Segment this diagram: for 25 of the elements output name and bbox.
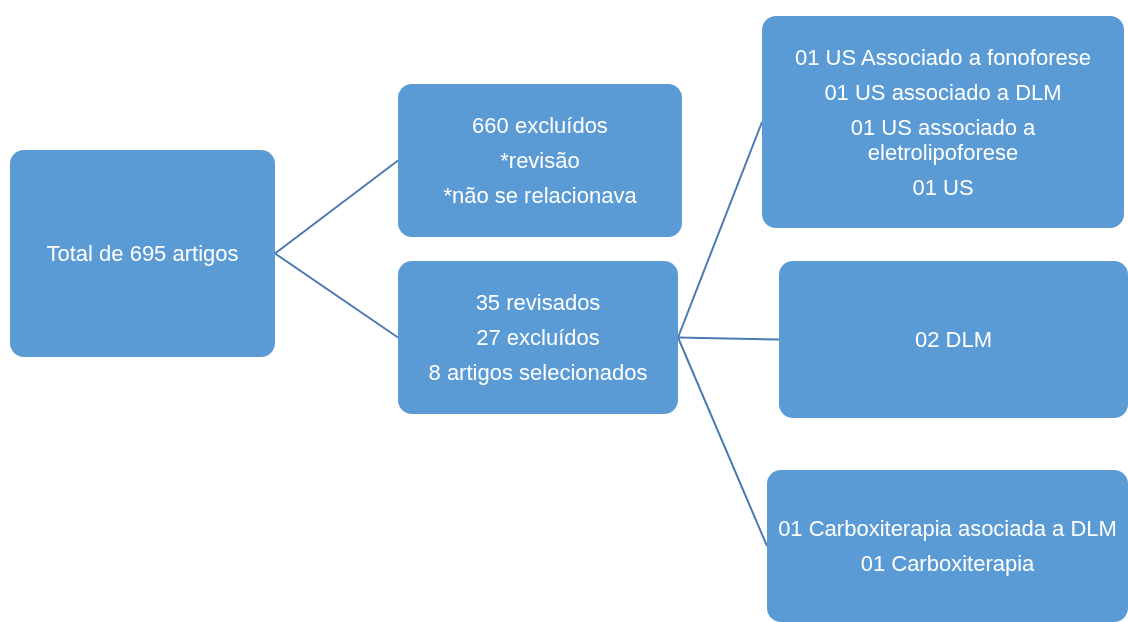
box-text: 02 DLM xyxy=(914,327,992,352)
connector-line xyxy=(677,336,780,341)
connector-line xyxy=(274,252,399,339)
box-text: 660 excluídos xyxy=(472,113,608,138)
process-box xyxy=(10,150,275,357)
box-text: 01 Carboxiterapia xyxy=(860,551,1035,576)
connector-line xyxy=(274,159,399,255)
process-box xyxy=(779,261,1128,418)
box-text: 8 artigos selecionados xyxy=(428,360,648,385)
box-text: 01 Carboxiterapia asociada a DLM xyxy=(778,516,1117,541)
box-text: 27 excluídos xyxy=(476,325,600,350)
process-box xyxy=(762,16,1124,228)
box-text: 01 US Associado a fonoforese xyxy=(795,44,1091,70)
connector-line xyxy=(677,121,763,339)
process-box xyxy=(398,84,682,237)
box-text: *não se relacionava xyxy=(443,183,637,208)
box-text: *revisão xyxy=(500,148,580,173)
box-text: 01 US xyxy=(912,174,974,200)
box-text: 01 US associado a eletrolipoforese xyxy=(849,114,1037,165)
process-box xyxy=(767,470,1128,622)
box-text: 01 US associado a DLM xyxy=(824,79,1062,105)
process-box xyxy=(398,261,678,414)
box-text: Total de 695 artigos xyxy=(46,241,239,266)
box-text: 35 revisados xyxy=(475,290,601,315)
connector-line xyxy=(677,336,768,547)
